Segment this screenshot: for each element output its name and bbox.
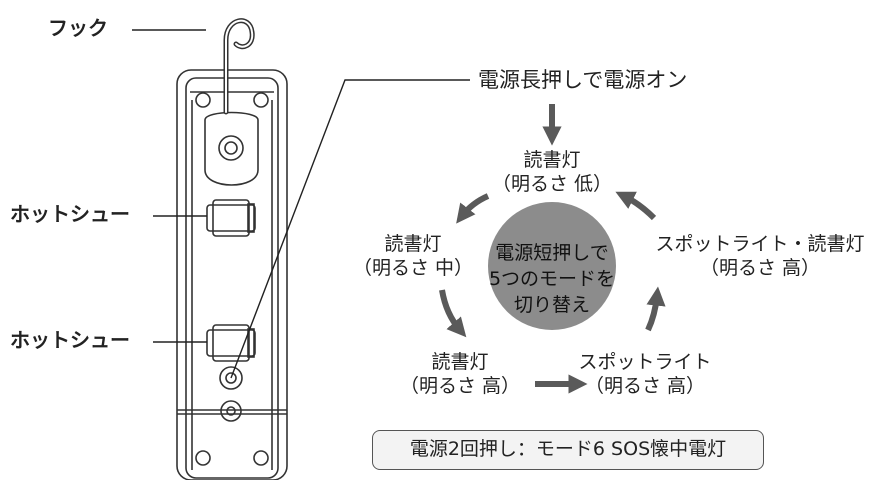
mode-5-brightness: （明るさ 中） (352, 257, 474, 279)
arrow-right-to-top (615, 191, 657, 221)
mode-4-brightness: （明るさ 高） (399, 375, 521, 397)
mode-5-name: 読書灯 (384, 233, 442, 255)
hook-icon (223, 18, 255, 115)
mode-4-label: 読書灯 （明るさ 高） (400, 350, 520, 398)
mode-2-brightness: （明るさ 高） (699, 257, 821, 279)
arrow-bottomright-to-right (645, 286, 666, 332)
sos-note: 電源2回押し：モード6 SOS懐中電灯 (372, 430, 764, 470)
mode-2-label: スポットライト・読書灯 （明るさ 高） (655, 232, 864, 280)
mode-4-name: 読書灯 (431, 351, 489, 373)
center-circle (488, 202, 616, 330)
hotshoe-label-bottom: ホットシュー (10, 328, 130, 352)
mode-1-label: 読書灯 （明るさ 低） (492, 148, 612, 196)
cycle-arrows (439, 104, 666, 394)
center-line-3: 切り替え (513, 294, 590, 316)
hotshoe-label-top: ホットシュー (10, 202, 130, 226)
device-illustration (176, 69, 288, 480)
mode-3-label: スポットライト （明るさ 高） (578, 350, 711, 398)
mode-5-label: 読書灯 （明るさ 中） (353, 232, 473, 280)
hook-label: フック (48, 16, 108, 40)
center-instruction: 電源短押しで 5つのモードを 切り替え (489, 240, 615, 318)
power-on-label: 電源長押しで電源オン (478, 68, 688, 92)
mode-3-brightness: （明るさ 高） (584, 375, 706, 397)
mode-1-brightness: （明るさ 低） (491, 173, 613, 195)
center-line-2: 5つのモードを (488, 268, 616, 290)
arrow-top-to-left (456, 193, 490, 224)
arrow-left-to-bottomleft (439, 289, 467, 338)
mode-3-name: スポットライト (578, 351, 712, 373)
center-line-1: 電源短押しで (495, 242, 609, 264)
mode-2-name: スポットライト・読書灯 (655, 233, 865, 255)
mode-1-name: 読書灯 (523, 149, 581, 171)
